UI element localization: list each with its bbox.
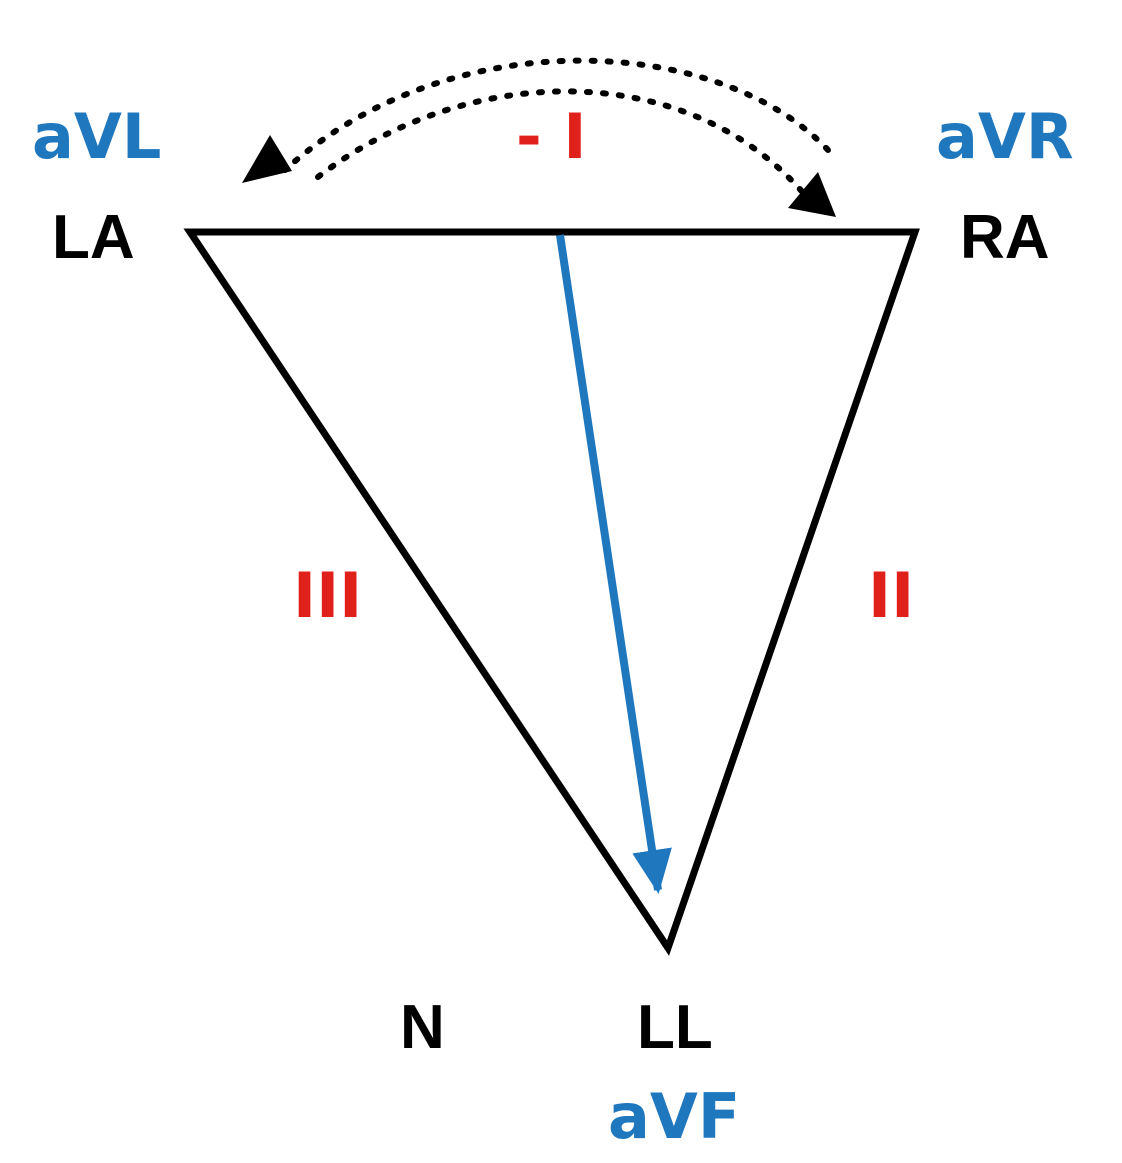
avf-vector-arrow xyxy=(556,234,672,894)
label-avr: aVR xyxy=(936,100,1074,173)
label-lead-ii: II xyxy=(868,559,914,632)
dotted-arrow-to-la xyxy=(282,57,831,173)
label-ra: RA xyxy=(960,203,1050,272)
label-la: LA xyxy=(52,203,135,272)
label-ll: LL xyxy=(637,993,713,1062)
dotted-arrowhead-ra xyxy=(788,172,836,217)
label-n: N xyxy=(400,993,445,1062)
label-lead-iii: III xyxy=(293,559,362,632)
einthoven-triangle xyxy=(183,228,920,956)
dotted-arrowhead-la xyxy=(242,135,292,183)
label-avf: aVF xyxy=(608,1080,740,1153)
label-lead-minus-i: - I xyxy=(516,100,586,173)
label-avl: aVL xyxy=(32,100,161,173)
dotted-arrow-to-ra xyxy=(315,88,808,198)
